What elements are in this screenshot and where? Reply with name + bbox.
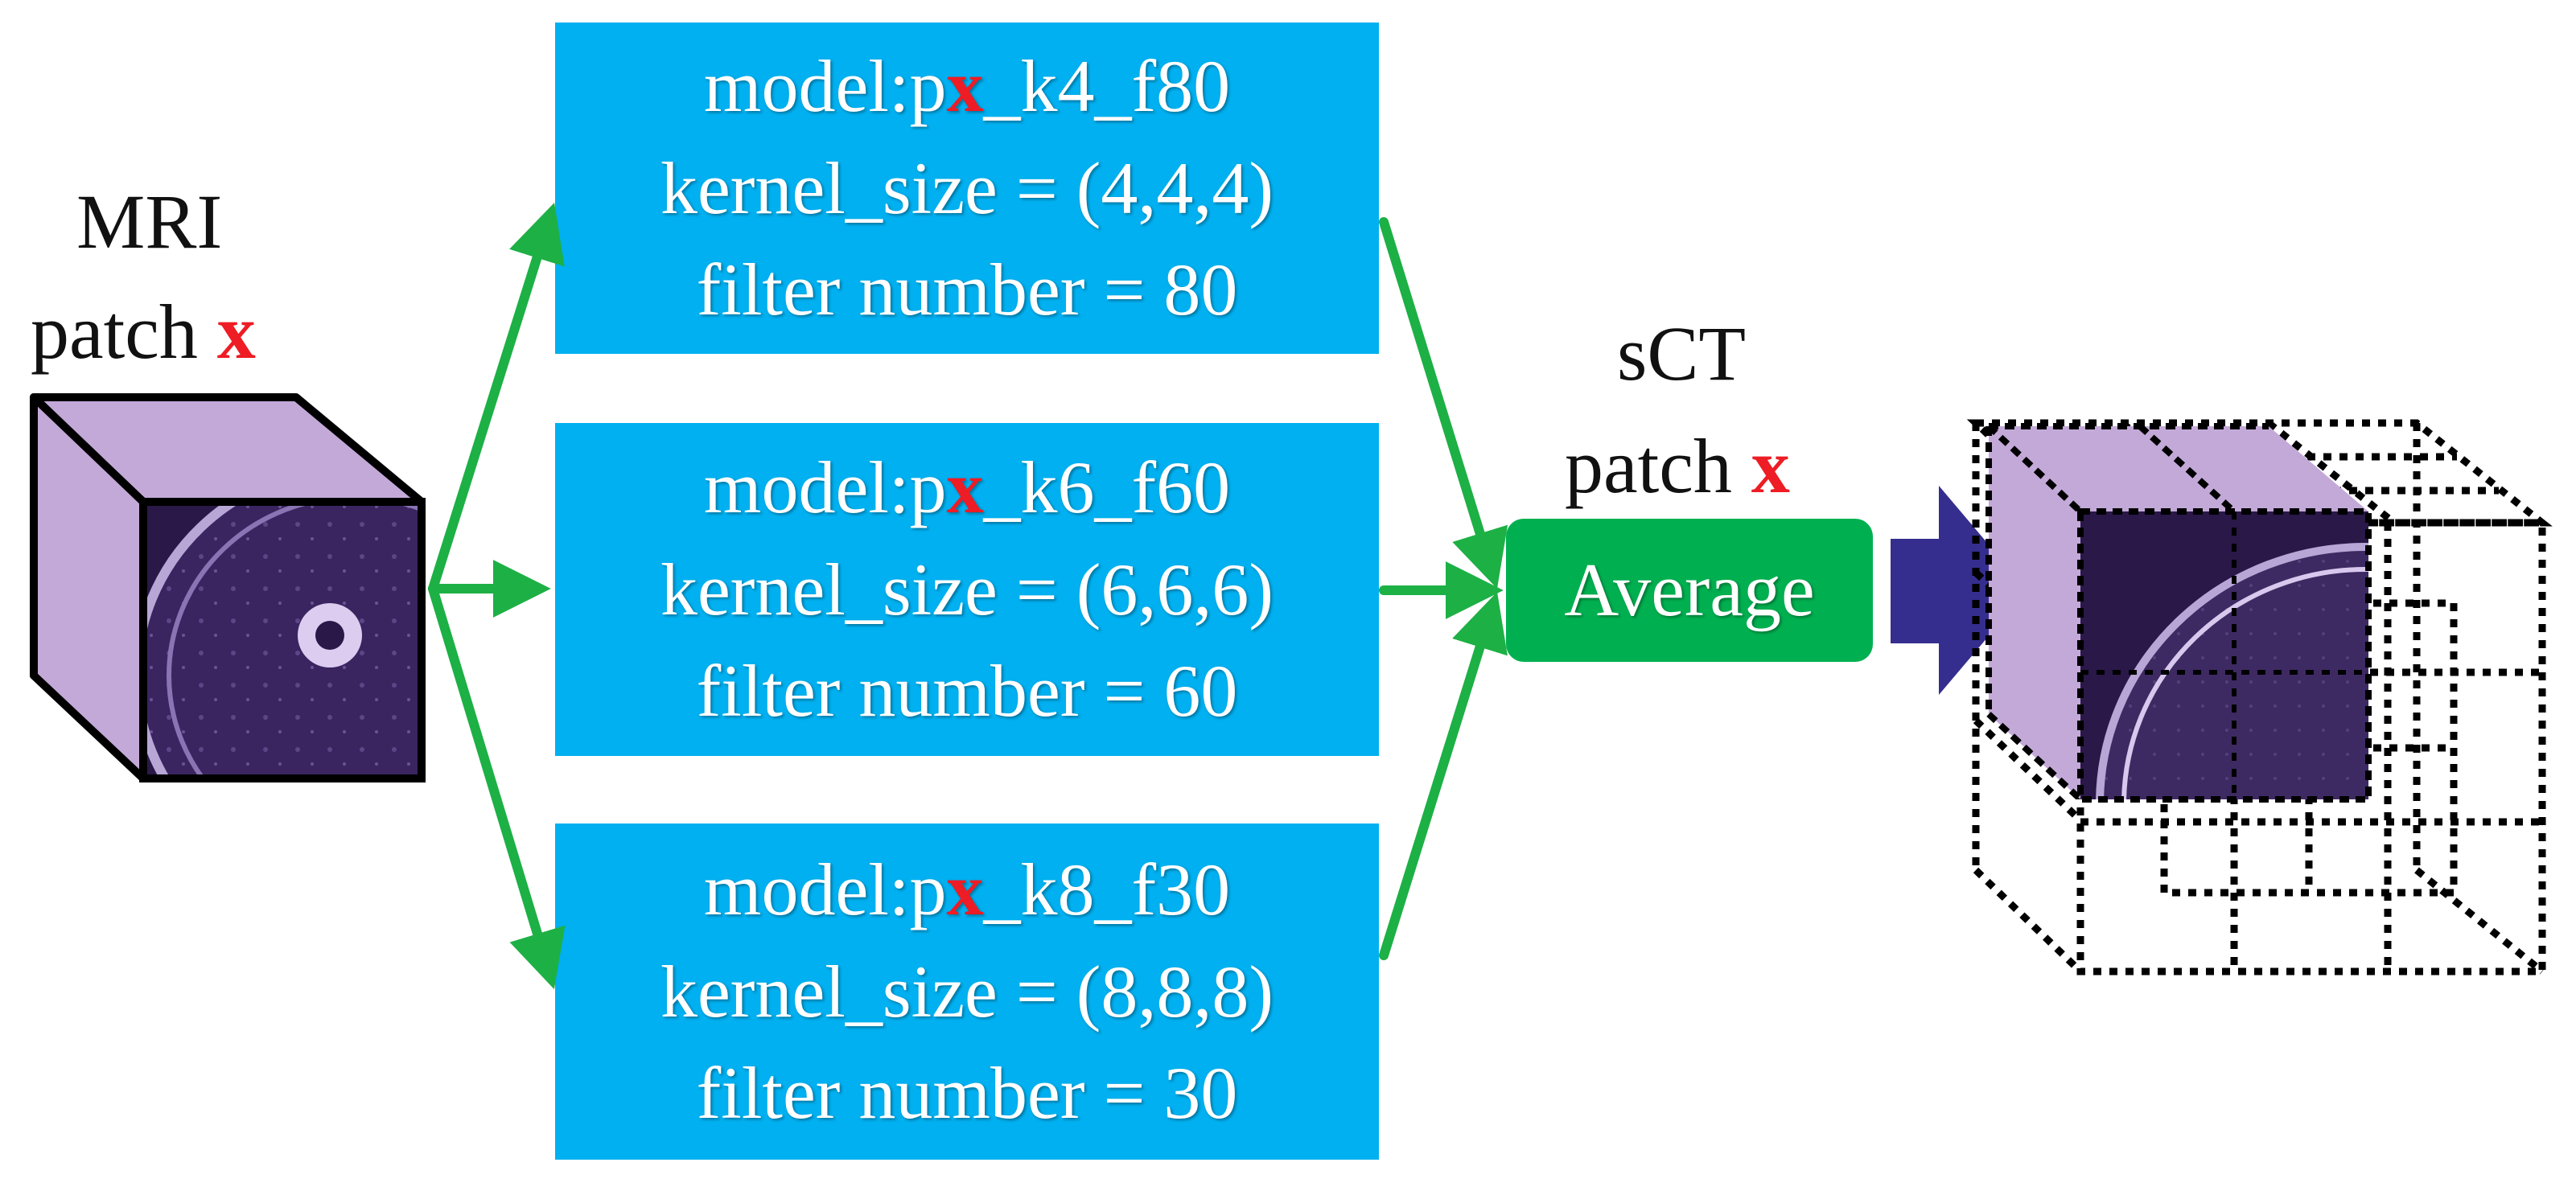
input-patch-variable: x [216,289,256,375]
output-label-sct: sCT [1617,310,1747,396]
average-label: Average [1564,548,1815,632]
model-box-k6: model:px_k6_f60 kernel_size = (6,6,6) fi… [555,423,1379,756]
input-patch-word: patch [31,289,198,375]
model-kernel-size: kernel_size = (6,6,6) [660,548,1274,630]
model-box-k4: model:px_k4_f80 kernel_size = (4,4,4) fi… [555,23,1379,354]
sct-cube-top-face [1989,426,2368,511]
arrow-from-model-k4 [1379,217,1508,589]
model-name: model:px_k6_f60 [703,446,1231,528]
sct-cube-side-face [1989,426,2080,799]
arrows-models-to-average [1379,217,1508,960]
output-label-patch: patch x [1565,428,1790,505]
input-label-patch: patch x [31,294,256,371]
model-filter-number: filter number = 30 [696,1052,1238,1135]
model-filter-number: filter number = 80 [696,248,1238,331]
arrows-input-to-models [428,202,566,990]
block-arrow-right [1891,486,2027,695]
sct-patch-cube [1985,423,2372,803]
output-patch-variable: x [1751,423,1790,509]
sct-slice-image [2080,511,2368,799]
model-name: model:px_k4_f80 [703,44,1231,127]
model-kernel-size: kernel_size = (4,4,4) [660,146,1274,229]
model-kernel-size: kernel_size = (8,8,8) [660,950,1274,1033]
mri-cube [30,393,426,782]
arrow-to-model-k8 [428,584,566,990]
model-filter-number: filter number = 60 [696,650,1238,733]
mri-slice-image [143,502,422,778]
arrow-to-model-k4 [428,202,565,594]
arrow-from-model-k8 [1379,591,1508,960]
output-grid-cube [1966,419,2553,975]
model-box-k8: model:px_k8_f30 kernel_size = (8,8,8) fi… [555,824,1379,1160]
output-patch-word: patch [1565,423,1732,509]
model-name: model:px_k8_f30 [703,848,1231,930]
input-label-mri: MRI [76,179,223,265]
average-box: Average [1506,519,1873,662]
